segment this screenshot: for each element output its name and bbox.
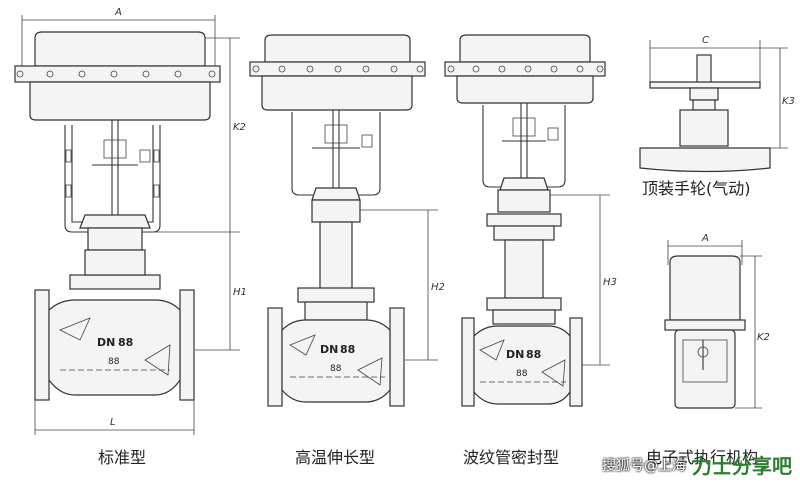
dim-label-a2: A [701, 233, 709, 244]
bellows-valve: DN 88 88 H3 波纹管密封型 [444, 34, 617, 467]
dim-label-h1: H1 [233, 287, 247, 298]
size-marking-3: 88 [526, 348, 541, 361]
electric-actuator: A K2 电子式执行机构 [646, 233, 770, 467]
dim-label-k2: K2 [233, 122, 246, 133]
size-marking-3b: 88 [516, 369, 528, 379]
standard-valve: A DN 88 88 [14, 7, 247, 467]
dn-marking-3: DN [506, 348, 524, 361]
dim-label-h2: H2 [431, 282, 445, 293]
dim-label-l: L [110, 417, 116, 428]
caption-electric: 电子式执行机构 [646, 448, 758, 467]
size-marking-1b: 88 [108, 357, 120, 367]
watermark-text: 搜狐号@上海 [602, 457, 686, 474]
top-handwheel: C K3 顶装手轮(气动) [639, 35, 795, 198]
size-marking-1: 88 [118, 336, 133, 349]
watermark: 搜狐号@上海 力士分享吧 [602, 450, 792, 479]
dim-label-k3: K3 [782, 96, 795, 107]
dim-label-a: A [114, 7, 122, 18]
caption-bellows: 波纹管密封型 [463, 448, 559, 467]
size-marking-2b: 88 [330, 364, 342, 374]
dim-label-c: C [702, 35, 709, 46]
dim-label-h3: H3 [603, 277, 617, 288]
dn-marking-2: DN [320, 343, 338, 356]
dim-label-k2b: K2 [757, 332, 770, 343]
caption-top-handwheel: 顶装手轮(气动) [642, 179, 751, 198]
caption-high-temp: 高温伸长型 [295, 448, 375, 467]
dn-marking-1: DN [97, 336, 115, 349]
size-marking-2: 88 [340, 343, 355, 356]
caption-standard: 标准型 [98, 448, 146, 467]
high-temp-valve: DN 88 88 H2 高温伸长型 [249, 34, 445, 467]
watermark-brand: 力士分享吧 [692, 454, 792, 478]
